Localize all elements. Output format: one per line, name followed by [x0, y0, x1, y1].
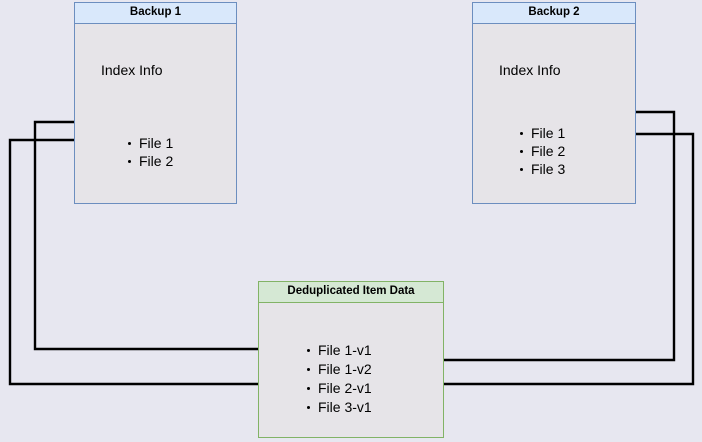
- list-item: File 2: [519, 142, 565, 160]
- backup-2-index-info-label: Index Info: [499, 62, 561, 78]
- node-backup-2[interactable]: Backup 2 Index Info File 1 File 2 File 3: [472, 2, 636, 204]
- list-item: File 2: [127, 152, 173, 170]
- node-backup-1-title: Backup 1: [75, 3, 236, 24]
- dedup-item-list: File 1-v1 File 1-v2 File 2-v1 File 3-v1: [306, 341, 372, 417]
- list-item: File 2-v1: [306, 379, 372, 398]
- backup-2-file-list: File 1 File 2 File 3: [519, 124, 565, 178]
- backup-1-file-list: File 1 File 2: [127, 134, 173, 170]
- backup-1-index-info-label: Index Info: [101, 62, 163, 78]
- node-dedup-title: Deduplicated Item Data: [259, 282, 443, 303]
- node-backup-2-body: Index Info File 1 File 2 File 3: [473, 24, 635, 203]
- node-backup-1[interactable]: Backup 1 Index Info File 1 File 2: [74, 2, 237, 204]
- list-item: File 3: [519, 160, 565, 178]
- list-item: File 3-v1: [306, 398, 372, 417]
- list-item: File 1-v1: [306, 341, 372, 360]
- node-backup-2-title: Backup 2: [473, 3, 635, 24]
- node-deduplicated-item-data[interactable]: Deduplicated Item Data File 1-v1 File 1-…: [258, 281, 444, 438]
- node-dedup-body: File 1-v1 File 1-v2 File 2-v1 File 3-v1: [259, 303, 443, 437]
- list-item: File 1-v2: [306, 360, 372, 379]
- list-item: File 1: [127, 134, 173, 152]
- list-item: File 1: [519, 124, 565, 142]
- node-backup-1-body: Index Info File 1 File 2: [75, 24, 236, 203]
